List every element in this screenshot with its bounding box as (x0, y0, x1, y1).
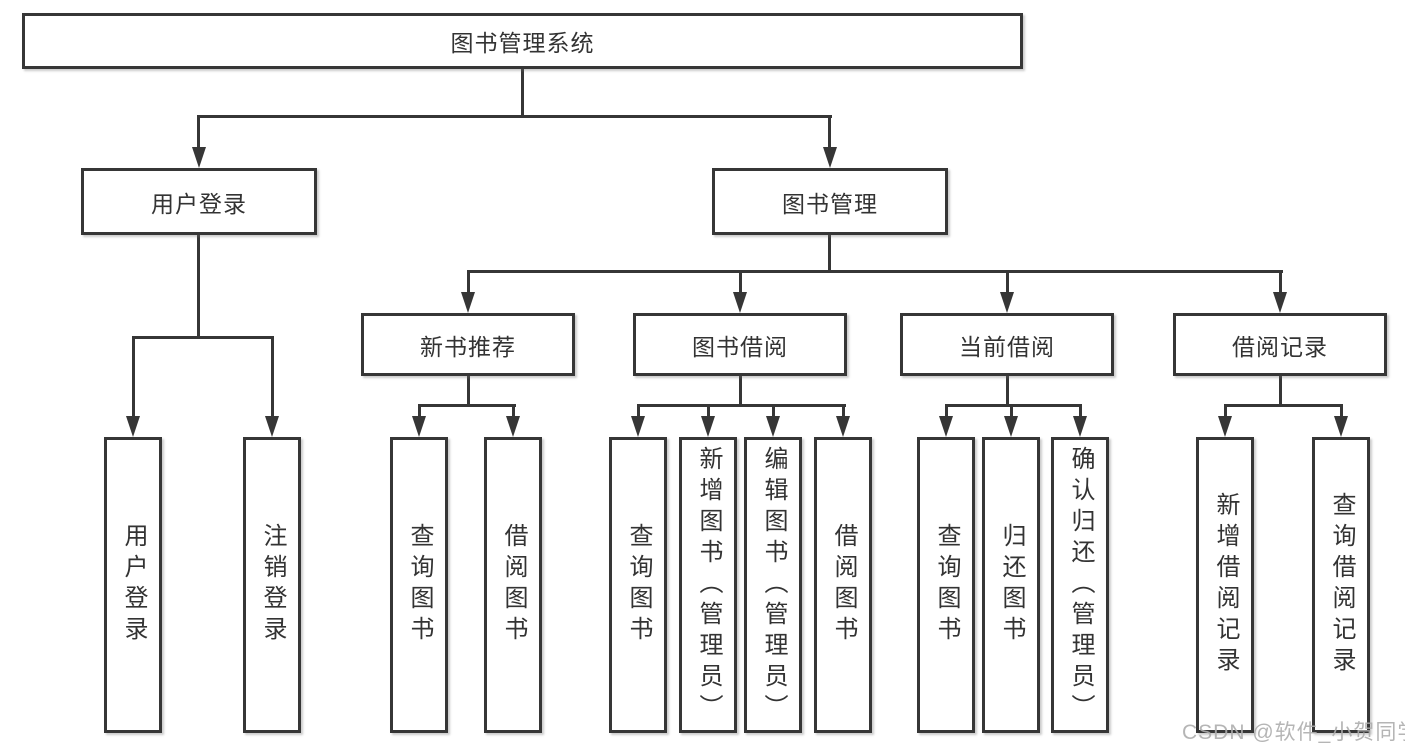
arrow-down-icon (461, 292, 475, 313)
arrow-down-icon (1334, 416, 1348, 437)
connector-borrow-stem-3 (772, 404, 775, 420)
arrow-down-icon (126, 416, 140, 437)
connector-bookmgmt-stem-3 (1006, 270, 1009, 296)
leaf-edit-books-admin: 编辑图书（管理员） (744, 437, 802, 733)
leaf-user-login-label: 用户登录 (120, 523, 147, 647)
connector-borrow-stem-2 (707, 404, 710, 420)
leaf-query-books-recommend: 查询图书 (390, 437, 448, 733)
leaf-query-books-current-label: 查询图书 (933, 523, 960, 647)
leaf-borrow-books: 借阅图书 (814, 437, 872, 733)
connector-borrow-stem-4 (842, 404, 845, 420)
connector-records-hline (1224, 404, 1343, 407)
leaf-add-books-admin: 新增图书（管理员） (679, 437, 737, 733)
leaf-borrow-books-recommend: 借阅图书 (484, 437, 542, 733)
connector-root-stem-left (197, 115, 200, 151)
connector-newbook-stem-2 (512, 404, 515, 420)
leaf-query-borrow-record-label: 查询借阅记录 (1328, 492, 1355, 678)
connector-records-stem-1 (1224, 404, 1227, 420)
connector-root-hline (197, 115, 832, 118)
connector-userlogin-vline (197, 235, 200, 339)
arrow-down-icon (265, 416, 279, 437)
connector-current-hline (945, 404, 1082, 407)
connector-userlogin-stem-2 (271, 336, 274, 420)
leaf-query-books-borrow: 查询图书 (609, 437, 667, 733)
leaf-borrow-books-recommend-label: 借阅图书 (500, 523, 527, 647)
node-book-borrow: 图书借阅 (633, 313, 847, 376)
connector-bookmgmt-stem-1 (467, 270, 470, 296)
leaf-add-borrow-record: 新增借阅记录 (1196, 437, 1254, 733)
root-node-library-system: 图书管理系统 (22, 13, 1023, 69)
node-book-management: 图书管理 (712, 168, 948, 235)
arrow-down-icon (939, 416, 953, 437)
leaf-borrow-books-label: 借阅图书 (830, 523, 857, 647)
node-book-management-label: 图书管理 (782, 190, 878, 217)
leaf-add-books-admin-label: 新增图书（管理员） (695, 445, 722, 725)
node-user-login-label: 用户登录 (151, 190, 247, 217)
leaf-query-books-borrow-label: 查询图书 (625, 523, 652, 647)
leaf-query-borrow-record: 查询借阅记录 (1312, 437, 1370, 733)
connector-records-stem-2 (1340, 404, 1343, 420)
arrow-down-icon (836, 416, 850, 437)
arrow-down-icon (1073, 416, 1087, 437)
connector-userlogin-hline (132, 336, 274, 339)
leaf-query-books-current: 查询图书 (917, 437, 975, 733)
leaf-edit-books-admin-label: 编辑图书（管理员） (760, 445, 787, 725)
leaf-user-login: 用户登录 (104, 437, 162, 733)
connector-current-stem-1 (945, 404, 948, 420)
node-new-book-recommend: 新书推荐 (361, 313, 575, 376)
root-node-label: 图书管理系统 (450, 30, 595, 56)
connector-borrow-vline (739, 376, 742, 407)
node-current-borrow-label: 当前借阅 (959, 333, 1055, 360)
arrow-down-icon (1273, 292, 1287, 313)
arrow-down-icon (1004, 416, 1018, 437)
arrow-down-icon (631, 416, 645, 437)
leaf-confirm-return-admin-label: 确认归还（管理员） (1067, 445, 1094, 725)
arrow-down-icon (733, 292, 747, 313)
arrow-down-icon (701, 416, 715, 437)
leaf-return-books-label: 归还图书 (998, 523, 1025, 647)
connector-borrow-stem-1 (637, 404, 640, 420)
node-new-book-recommend-label: 新书推荐 (420, 333, 516, 360)
node-borrow-records-label: 借阅记录 (1232, 333, 1328, 360)
arrow-down-icon (1218, 416, 1232, 437)
connector-root-vline (521, 69, 524, 118)
node-user-login: 用户登录 (81, 168, 317, 235)
arrow-down-icon (192, 147, 206, 168)
connector-current-vline (1006, 376, 1009, 407)
arrow-down-icon (1000, 292, 1014, 313)
leaf-confirm-return-admin: 确认归还（管理员） (1051, 437, 1109, 733)
leaf-logout-label: 注销登录 (259, 523, 286, 647)
node-borrow-records: 借阅记录 (1173, 313, 1387, 376)
node-book-borrow-label: 图书借阅 (692, 333, 788, 360)
connector-bookmgmt-stem-4 (1279, 270, 1282, 296)
arrow-down-icon (823, 147, 837, 168)
connector-borrow-hline (637, 404, 846, 407)
connector-records-vline (1279, 376, 1282, 407)
leaf-return-books: 归还图书 (982, 437, 1040, 733)
node-current-borrow: 当前借阅 (900, 313, 1114, 376)
connector-newbook-stem-1 (418, 404, 421, 420)
connector-bookmgmt-hline (467, 270, 1283, 273)
connector-root-stem-right (828, 115, 831, 151)
connector-current-stem-2 (1010, 404, 1013, 420)
connector-userlogin-stem-1 (132, 336, 135, 420)
connector-bookmgmt-vline (828, 235, 831, 273)
leaf-add-borrow-record-label: 新增借阅记录 (1212, 492, 1239, 678)
arrow-down-icon (766, 416, 780, 437)
arrow-down-icon (506, 416, 520, 437)
connector-bookmgmt-stem-2 (739, 270, 742, 296)
connector-current-stem-3 (1079, 404, 1082, 420)
arrow-down-icon (412, 416, 426, 437)
leaf-logout: 注销登录 (243, 437, 301, 733)
leaf-query-books-recommend-label: 查询图书 (406, 523, 433, 647)
connector-newbook-vline (467, 376, 470, 407)
connector-newbook-hline (418, 404, 516, 407)
csdn-watermark: CSDN @软件_小贺同学 (1182, 721, 1405, 744)
